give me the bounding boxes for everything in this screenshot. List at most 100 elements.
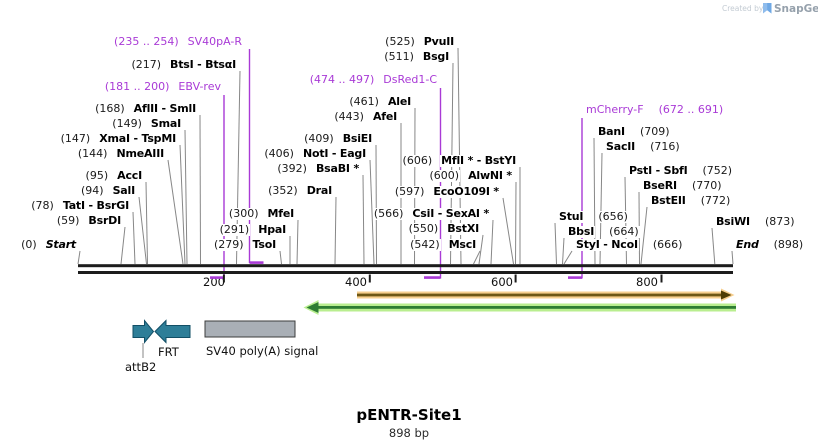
sequence-baseline — [78, 264, 733, 274]
leader-line — [640, 206, 648, 265]
site-name: EcoO109I * — [432, 185, 500, 198]
frt-arrow — [154, 319, 191, 344]
site-name: BsrDI — [87, 214, 122, 227]
site-label-pvuii: (525) PvuII — [384, 36, 455, 48]
ruler-label-800: 800 — [636, 275, 658, 289]
leader-line — [563, 250, 573, 265]
sv40-polya-box — [204, 320, 296, 338]
site-label-tsoi: (279) TsoI — [212, 239, 277, 251]
primer-name: DsRed1-C — [382, 73, 438, 86]
site-pos: (666) — [651, 238, 684, 251]
site-label-styi-ncoi: StyI - NcoI (666) — [575, 238, 684, 251]
site-pos: (300) — [227, 207, 260, 220]
site-name: MflI * - BstYI — [440, 154, 517, 167]
primer-label-ebv-rev: (181 .. 200) EBV-rev — [103, 80, 222, 93]
baseline-top-bar — [78, 264, 733, 268]
site-name: PvuII — [422, 35, 455, 48]
primer-range: (181 .. 200) — [103, 80, 171, 93]
leader-line — [478, 234, 484, 265]
leader-line — [362, 174, 365, 265]
leader-line — [502, 197, 514, 265]
leader-line — [369, 159, 375, 265]
snapgene-logo-icon — [763, 3, 772, 14]
ruler-label-400: 400 — [345, 275, 367, 289]
leader-line — [515, 181, 517, 265]
leader-line — [132, 211, 136, 265]
site-pos: (511) — [383, 50, 415, 63]
site-label-noti-eagi: (406) NotI - EagI — [263, 148, 367, 160]
site-label-alei: (461) AleI — [348, 96, 412, 108]
site-name: Start — [44, 238, 77, 251]
site-label-bstxi: (550) BstXI — [407, 223, 480, 235]
site-name: StuI — [558, 210, 585, 223]
attb2-arrow — [132, 319, 155, 344]
site-pos: (168) — [94, 102, 126, 115]
site-pos: (443) — [333, 110, 365, 123]
site-label-nmeaiii: (144) NmeAIII — [76, 147, 165, 160]
site-pos: (772) — [699, 194, 732, 207]
site-pos: (716) — [649, 140, 681, 153]
site-name: AccI — [116, 169, 143, 182]
site-label-msci: (542) MscI — [409, 239, 477, 251]
site-pos: (94) — [79, 184, 105, 197]
leader-line — [77, 250, 81, 265]
site-pos: (59) — [55, 214, 81, 227]
site-name: SalI — [111, 184, 136, 197]
primer-label-mcherry-f: mCherry-F (672 .. 691) — [585, 104, 725, 116]
watermark-created-by: Created by — [722, 4, 764, 13]
site-pos: (144) — [76, 147, 109, 160]
primer-range: (474 .. 497) — [308, 73, 376, 86]
site-name: NotI - EagI — [301, 147, 367, 160]
primer-range: (235 .. 254) — [113, 35, 180, 48]
site-label-alwni: (600) AlwNI * — [428, 170, 513, 182]
site-label-bbsi: BbsI (664) — [567, 226, 640, 238]
logo-ribbon-dark — [767, 3, 772, 14]
site-label-sali: (94) SalI — [79, 184, 136, 197]
site-name: AleI — [386, 95, 412, 108]
site-name: StyI - NcoI — [575, 238, 639, 251]
site-label-smai: (149) SmaI — [111, 118, 182, 130]
leader-line — [199, 114, 201, 265]
site-name: BsaBI * — [314, 162, 360, 175]
site-label-drai: (352) DraI — [267, 185, 333, 197]
site-pos: (525) — [384, 35, 416, 48]
site-label-hpai: (291) HpaI — [218, 223, 287, 236]
site-name: BsiEI — [341, 132, 373, 145]
leader-line — [145, 181, 148, 265]
site-label-bseri: BseRI (770) — [642, 180, 723, 192]
site-label-mfli-bstyi: (606) MflI * - BstYI — [401, 154, 517, 167]
site-pos: (291) — [218, 223, 251, 236]
site-name: TatI - BsrGI — [61, 199, 130, 212]
site-name: NmeAIII — [115, 147, 165, 160]
site-name: BsgI — [421, 50, 450, 63]
site-label-afei: (443) AfeI — [333, 111, 398, 123]
endpoint-label-end: End (898) — [735, 239, 805, 251]
site-label-tati-bsrgi: (78) TatI - BsrGI — [30, 200, 130, 212]
plasmid-length: 898 bp — [388, 426, 430, 440]
leader-line — [138, 196, 147, 265]
leader-line — [562, 237, 565, 265]
site-pos: (770) — [690, 179, 723, 192]
orf-orange-head — [721, 290, 732, 300]
site-name: DraI — [305, 184, 333, 197]
title-block: pENTR-Site1 898 bp — [0, 406, 818, 440]
site-pos: (149) — [111, 117, 143, 130]
site-label-acci: (95) AccI — [84, 169, 143, 182]
site-name: BsiWI — [715, 215, 751, 228]
site-pos: (78) — [30, 199, 55, 212]
leader-line — [279, 250, 282, 265]
site-label-stui: StuI (656) — [558, 211, 629, 223]
site-pos: (664) — [608, 225, 640, 238]
site-label-bsiwi: BsiWI (873) — [715, 216, 796, 228]
site-pos: (147) — [59, 132, 92, 145]
feature-label-attb2: attB2 — [125, 360, 157, 374]
site-pos: (600) — [428, 169, 461, 182]
site-pos: (597) — [393, 185, 426, 198]
primer-name: SV40pA-R — [186, 35, 243, 48]
site-name: CsiI - SexAI * — [411, 207, 490, 220]
site-label-psti-sbfi: PstI - SbfI (752) — [628, 165, 734, 177]
site-pos: (709) — [638, 125, 671, 138]
leader-line — [490, 219, 494, 265]
site-pos: (392) — [276, 162, 308, 175]
